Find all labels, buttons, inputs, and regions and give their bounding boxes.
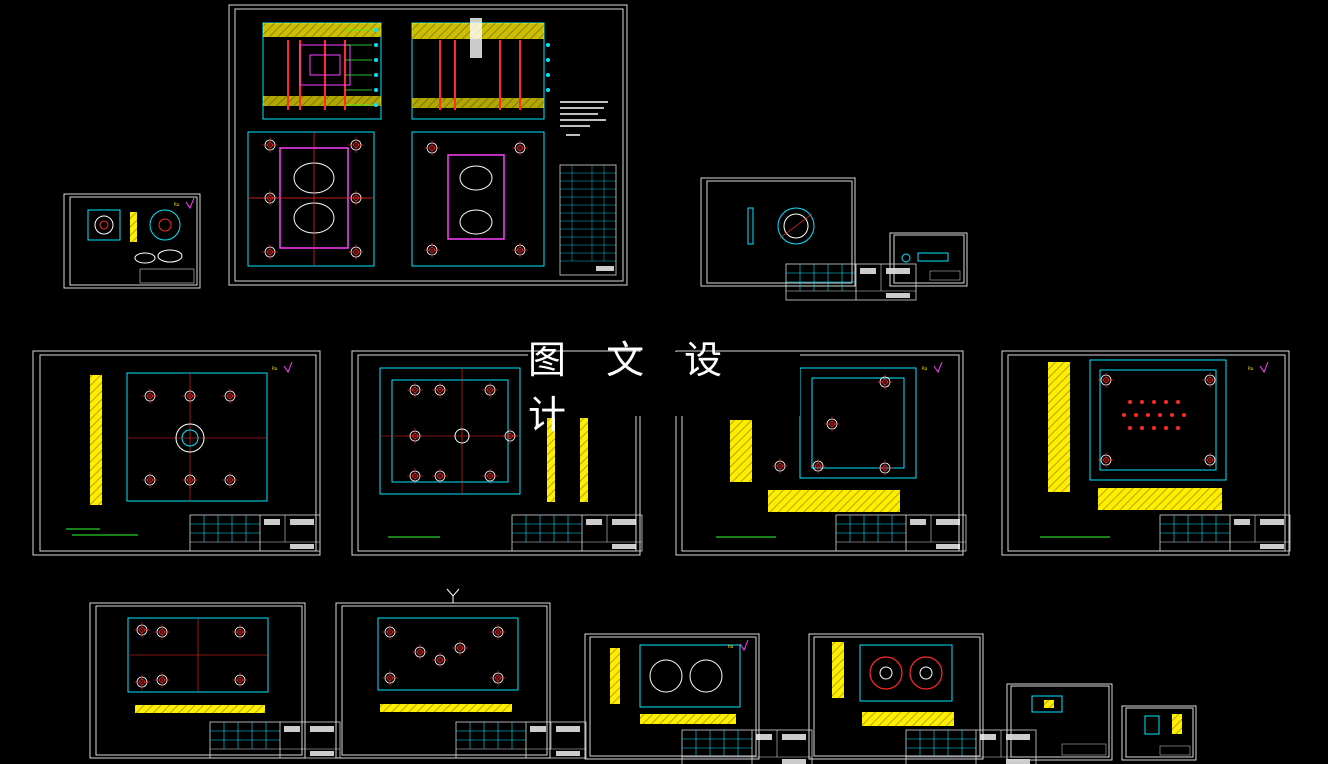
part-drawing-sheet-tiny[interactable] <box>889 232 968 287</box>
cavity-drawing-sheet-2[interactable] <box>808 633 1037 764</box>
plate-drawing-sheet-4[interactable] <box>1001 350 1291 556</box>
cavity-drawing-sheet-1[interactable] <box>584 633 813 764</box>
plate-drawing-sheet-1[interactable] <box>32 350 321 556</box>
part-drawing-sheet-small-2[interactable] <box>1006 683 1113 761</box>
watermark-label: 图 文 设 计 <box>528 338 800 437</box>
part-drawing-sheet-small-3[interactable] <box>1121 705 1197 761</box>
crosshair-cursor-icon <box>446 588 460 603</box>
part-drawing-sheet-small-1[interactable] <box>63 193 201 289</box>
plate-drawing-sheet-5[interactable] <box>89 602 341 759</box>
plate-drawing-sheet-2[interactable] <box>351 350 643 556</box>
part-drawing-sheet-ring[interactable] <box>700 177 917 301</box>
plate-drawing-sheet-6[interactable] <box>335 602 587 759</box>
plate-drawing-sheet-3[interactable] <box>675 350 967 556</box>
assembly-drawing-sheet[interactable] <box>228 4 628 286</box>
